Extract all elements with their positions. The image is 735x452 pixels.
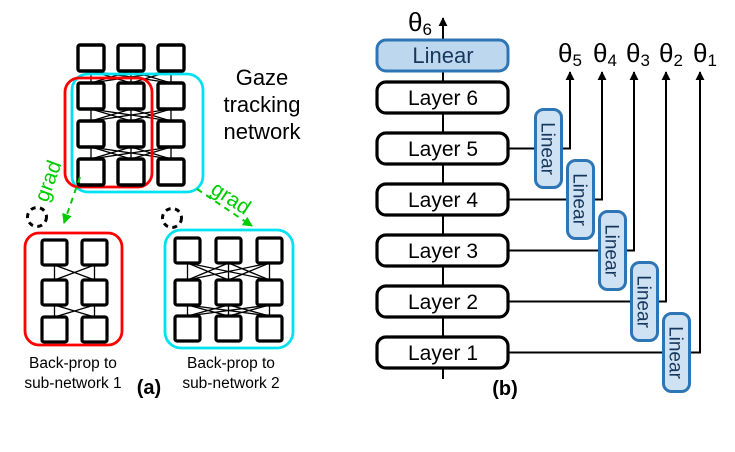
branch-connector-layer3 <box>508 71 639 252</box>
branch-linear-label-layer1: Linear <box>665 326 686 379</box>
grad-arrow-left <box>62 176 81 224</box>
main-network-nodes <box>76 43 186 187</box>
branch-connector-layer5 <box>508 71 575 150</box>
layer2-box <box>375 284 510 319</box>
layer6-box <box>375 80 510 115</box>
subnet2-caption-line2: sub-network 2 <box>182 375 279 392</box>
output-linear-label: Linear <box>412 43 473 68</box>
layer4-box <box>375 182 510 217</box>
node <box>214 236 243 265</box>
update-loop-icon-right <box>161 207 183 229</box>
node <box>80 278 109 307</box>
node <box>214 278 243 307</box>
branch-linear-box-layer4 <box>566 159 595 240</box>
layer3-box <box>375 233 510 268</box>
branch-linear-label-layer2: Linear <box>633 275 654 328</box>
layer1-box <box>375 335 510 370</box>
node <box>255 236 284 265</box>
subnet2-connections <box>186 262 271 317</box>
node <box>156 119 186 149</box>
node <box>76 157 106 187</box>
grad-label-left: grad <box>30 157 66 204</box>
node <box>116 157 146 187</box>
subnet1-region-outline <box>63 76 154 189</box>
branch-linear-box-layer5 <box>534 108 563 189</box>
node <box>173 236 202 265</box>
branch-linears: Linear Linear Linear Linear Linear <box>534 108 691 393</box>
node <box>40 315 69 344</box>
layer6-label: Layer 6 <box>408 87 478 110</box>
node <box>255 314 284 343</box>
subnet2-region-outline <box>70 72 205 194</box>
node <box>40 278 69 307</box>
subnet1-nodes <box>40 238 109 344</box>
node <box>255 278 284 307</box>
network-title-line3: network <box>223 119 301 144</box>
subnetwork-1: Back-prop to sub-network 1 <box>23 231 124 392</box>
branch-connector-layer2 <box>508 71 671 303</box>
node <box>173 278 202 307</box>
grad-label-right: grad <box>207 177 255 219</box>
branch-connectors <box>508 71 705 354</box>
node <box>156 43 186 73</box>
branch-linear-label-layer4: Linear <box>569 173 590 226</box>
branch-connector-layer1 <box>508 71 705 354</box>
network-title-line2: tracking <box>223 92 300 117</box>
network-title: Gaze tracking network <box>223 65 301 144</box>
branch-linear-label-layer3: Linear <box>601 224 622 277</box>
theta2-label: θ2 <box>659 38 683 70</box>
node <box>76 81 106 111</box>
subnet1-caption-line1: Back-prop to <box>29 355 117 372</box>
branch-linear-box-layer3 <box>598 210 627 291</box>
branch-linear-label-layer5: Linear <box>537 122 558 175</box>
node <box>76 119 106 149</box>
layer4-label: Layer 4 <box>408 189 478 212</box>
layer5-box <box>375 131 510 166</box>
theta3-label: θ3 <box>626 38 650 70</box>
panel-a: Gaze tracking network grad grad <box>23 43 302 399</box>
layer3-label: Layer 3 <box>408 240 478 263</box>
branch-connector-layer4 <box>508 71 607 201</box>
subnet1-outline <box>23 231 124 347</box>
theta1-label: θ1 <box>693 38 717 70</box>
branch-linear-box-layer1 <box>662 312 691 393</box>
node <box>40 238 69 267</box>
layer1-label: Layer 1 <box>408 342 478 365</box>
node <box>76 43 106 73</box>
subnet1-caption-line2: sub-network 1 <box>24 375 121 392</box>
branch-linear-box-layer2 <box>630 261 659 342</box>
node <box>116 43 146 73</box>
node <box>214 314 243 343</box>
node <box>116 81 146 111</box>
update-loop-icon-left <box>26 206 48 228</box>
subnet1-connections <box>53 264 96 318</box>
subnet2-caption-line1: Back-prop to <box>187 355 275 372</box>
theta4-label: θ4 <box>593 38 617 70</box>
grad-arrow-right <box>196 188 253 227</box>
output-linear-box <box>375 38 510 73</box>
panel-b-label: (b) <box>492 378 518 400</box>
subnet2-outline <box>163 228 295 350</box>
theta5-label: θ5 <box>558 38 582 70</box>
panel-a-label: (a) <box>137 377 161 399</box>
node <box>156 81 186 111</box>
layer5-label: Layer 5 <box>408 138 478 161</box>
node <box>156 157 186 187</box>
panel-b: Linear Layer 6 Layer 5 Layer 4 Layer 3 L… <box>375 7 717 400</box>
network-title-line1: Gaze <box>236 65 289 90</box>
node <box>173 314 202 343</box>
theta-labels: θ6 θ5 θ4 θ3 θ2 θ1 <box>408 7 717 70</box>
layer2-label: Layer 2 <box>408 291 478 314</box>
subnet2-nodes <box>173 236 284 343</box>
node <box>80 238 109 267</box>
node <box>80 315 109 344</box>
layer-stack: Layer 6 Layer 5 Layer 4 Layer 3 Layer 2 … <box>375 80 510 370</box>
theta6-label: θ6 <box>408 7 432 39</box>
node <box>116 119 146 149</box>
subnetwork-2: Back-prop to sub-network 2 <box>163 228 295 392</box>
